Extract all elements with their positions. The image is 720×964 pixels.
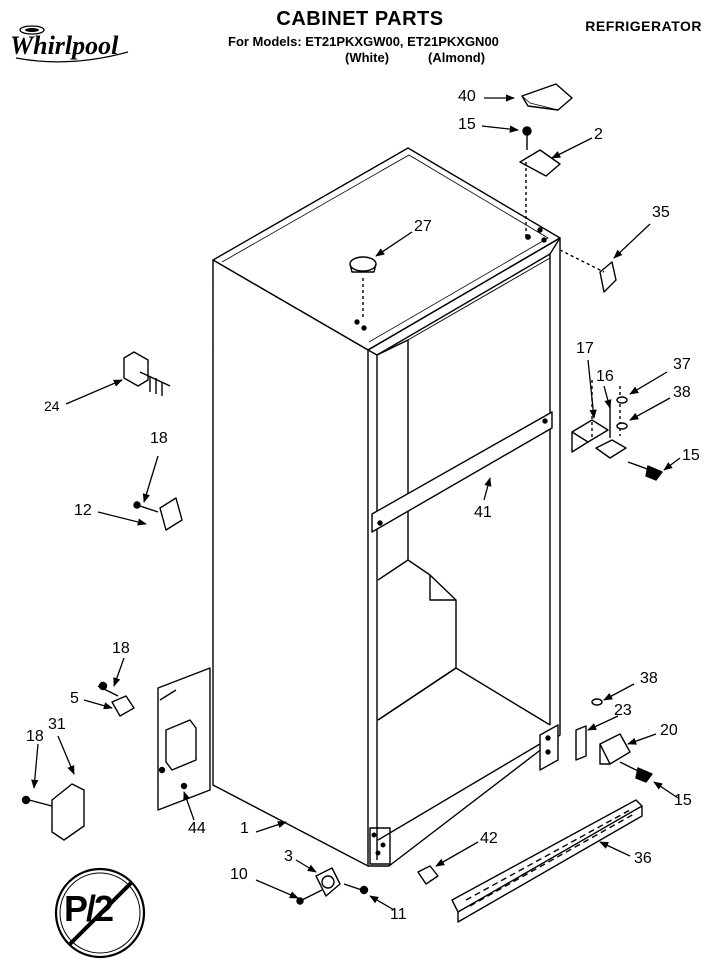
callout-40: 40 bbox=[458, 88, 476, 105]
clip-42 bbox=[417, 865, 439, 885]
hinge-bracket-17 bbox=[571, 380, 609, 453]
screw-18-left bbox=[21, 795, 53, 807]
callout-10: 10 bbox=[230, 866, 248, 883]
lower-hinge-20 bbox=[599, 733, 631, 765]
category-label: REFRIGERATOR bbox=[585, 18, 702, 34]
bracket-5 bbox=[97, 681, 135, 717]
crossbar-41 bbox=[371, 411, 553, 533]
callout-18-mid: 18 bbox=[112, 640, 130, 657]
cabinet-side-panel bbox=[212, 259, 369, 867]
screw-15-top bbox=[522, 126, 532, 150]
callout-38-upper: 38 bbox=[673, 384, 691, 401]
washer-38-upper bbox=[616, 422, 628, 430]
callout-15-mid: 15 bbox=[682, 447, 700, 464]
hinge-cover-40 bbox=[521, 83, 573, 111]
callout-3: 3 bbox=[284, 848, 293, 865]
stamp-text: P/2 bbox=[64, 888, 114, 929]
callout-1: 1 bbox=[240, 820, 249, 837]
callout-17: 17 bbox=[576, 340, 594, 357]
bracket-44 bbox=[157, 667, 211, 811]
clip-35 bbox=[599, 261, 617, 293]
callout-31: 31 bbox=[48, 716, 66, 733]
cap-27 bbox=[349, 256, 377, 318]
callout-12: 12 bbox=[74, 502, 92, 519]
spacer-23 bbox=[575, 725, 587, 761]
callout-27: 27 bbox=[414, 218, 432, 235]
leveler-24 bbox=[123, 351, 171, 396]
callout-15-top: 15 bbox=[458, 116, 476, 133]
screw-15-bottom bbox=[619, 761, 653, 783]
p2-stamp bbox=[54, 867, 146, 959]
models-line: For Models: ET21PKXGW00, ET21PKXGN00 bbox=[228, 34, 499, 49]
page-title: CABINET PARTS bbox=[276, 8, 444, 30]
callout-35: 35 bbox=[652, 204, 670, 221]
variant-white: (White) bbox=[345, 50, 390, 65]
callout-41: 41 bbox=[474, 504, 492, 521]
callout-37: 37 bbox=[673, 356, 691, 373]
top-hinge-2 bbox=[519, 149, 561, 177]
callout-24: 24 bbox=[44, 398, 60, 414]
cabinet-front-frame bbox=[367, 237, 561, 867]
callout-36: 36 bbox=[634, 850, 652, 867]
screw-15-mid bbox=[627, 461, 663, 481]
callout-38-lower: 38 bbox=[640, 670, 658, 687]
callout-18-lower: 18 bbox=[26, 728, 44, 745]
callout-16: 16 bbox=[596, 368, 614, 385]
callout-42: 42 bbox=[480, 830, 498, 847]
callout-23: 23 bbox=[614, 702, 632, 719]
brand-text: Whirlpool bbox=[10, 31, 119, 60]
callout-44: 44 bbox=[188, 820, 206, 837]
bracket-12 bbox=[133, 497, 183, 531]
callout-2: 2 bbox=[594, 126, 603, 143]
whirlpool-logo: Whirlpool bbox=[10, 22, 140, 71]
callout-11: 11 bbox=[390, 906, 407, 923]
roller-3 bbox=[296, 867, 369, 905]
callout-20: 20 bbox=[660, 722, 678, 739]
variant-almond: (Almond) bbox=[428, 50, 486, 65]
cover-31 bbox=[51, 783, 85, 841]
washer-37 bbox=[616, 396, 628, 404]
washer-38-lower bbox=[591, 698, 603, 706]
callout-18-upper: 18 bbox=[150, 430, 168, 447]
callout-5: 5 bbox=[70, 690, 79, 707]
callout-15-bottom: 15 bbox=[674, 792, 692, 809]
grille-36 bbox=[451, 799, 643, 923]
hinge-pin-16 bbox=[595, 386, 627, 459]
